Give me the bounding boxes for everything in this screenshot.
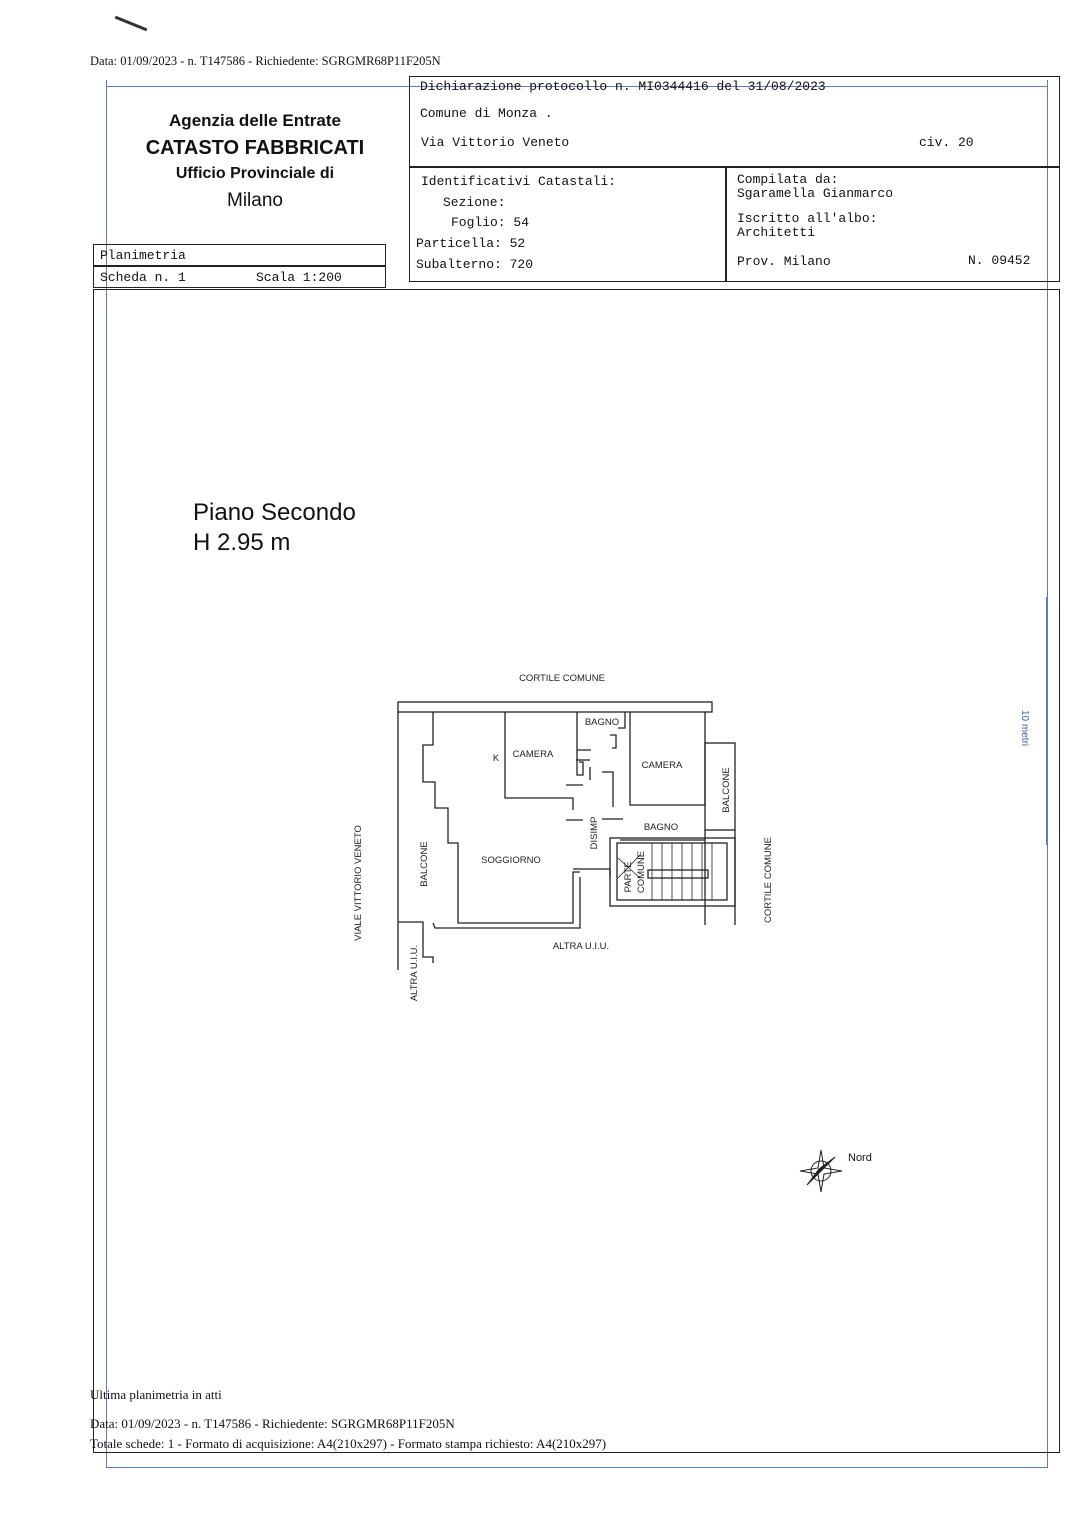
floor-name: Piano Secondo — [193, 499, 356, 526]
frame-bottom — [106, 1467, 1048, 1468]
sheet-number: Scheda n. 1 — [100, 270, 186, 285]
declaration-protocol: Dichiarazione protocollo n. MI0344416 de… — [420, 79, 826, 94]
compiler-prov: Prov. Milano — [737, 254, 831, 269]
agency-office: Ufficio Provinciale di — [175, 165, 335, 182]
agency-name: Agenzia delle Entrate — [169, 111, 341, 130]
footer-last: Ultima planimetria in atti — [90, 1387, 222, 1402]
declaration-box — [409, 76, 1060, 282]
label-camera-2: CAMERA — [642, 760, 683, 771]
label-soggiorno: SOGGIORNO — [481, 855, 541, 866]
agency-city: Milano — [227, 190, 283, 211]
label-k: K — [493, 753, 500, 764]
floor-height: H 2.95 m — [193, 529, 291, 556]
sheet-scale: Scala 1:200 — [256, 270, 342, 285]
identifiers-foglio: Foglio: 54 — [451, 215, 530, 230]
label-camera-1: CAMERA — [513, 749, 554, 760]
drawing-frame — [93, 289, 1060, 1453]
north-compass-icon — [799, 1149, 843, 1193]
scan-mark — [114, 15, 148, 32]
compiler-label: Compilata da: — [737, 172, 839, 187]
agency-catasto: CATASTO FABBRICATI — [145, 137, 365, 159]
label-cortile-top: CORTILE COMUNE — [519, 673, 605, 684]
frame-top — [106, 86, 1048, 87]
declaration-divider — [409, 166, 1060, 168]
declaration-comune: Comune di Monza . — [420, 106, 553, 121]
top-request-line: Data: 01/09/2023 - n. T147586 - Richiede… — [90, 54, 441, 68]
identifiers-particella: Particella: 52 — [416, 236, 526, 251]
label-balcone-left: BALCONE — [419, 841, 430, 886]
compiler-divider — [725, 166, 727, 282]
floor-plan: CORTILE COMUNE CAMERA K BAGNO CAMERA BAL… — [353, 673, 774, 1001]
north-label: Nord — [848, 1152, 872, 1164]
label-balcone-right: BALCONE — [721, 767, 732, 812]
compiler-number: N. 09452 — [968, 253, 1031, 268]
footer-data: Data: 01/09/2023 - n. T147586 - Richiede… — [90, 1416, 455, 1431]
identifiers-subalterno: Subalterno: 720 — [416, 257, 534, 272]
label-viale: VIALE VITTORIO VENETO — [353, 825, 364, 941]
scale-bar-label: 10 metri — [1019, 710, 1030, 747]
frame-left — [106, 80, 107, 1468]
sheet-type: Planimetria — [100, 248, 186, 263]
declaration-civico: civ. 20 — [919, 135, 974, 150]
albo-value: Architetti — [737, 225, 816, 240]
label-cortile-right: CORTILE COMUNE — [763, 837, 774, 923]
label-parte: PARTE — [623, 862, 634, 893]
label-disimp: DISIMP — [589, 817, 600, 850]
label-altra-left: ALTRA U.I.U. — [409, 945, 420, 1001]
footer-totale: Totale schede: 1 - Formato di acquisizio… — [90, 1436, 607, 1451]
compiler-name: Sgaramella Gianmarco — [737, 186, 894, 201]
identifiers-sezione: Sezione: — [443, 195, 506, 210]
stairs — [617, 843, 713, 900]
declaration-via: Via Vittorio Veneto — [421, 135, 570, 150]
label-bagno-2: BAGNO — [644, 822, 678, 833]
frame-right — [1047, 80, 1048, 1468]
label-altra-bottom: ALTRA U.I.U. — [553, 941, 609, 952]
scale-bar-line — [1046, 597, 1048, 845]
albo-label: Iscritto all'albo: — [737, 211, 878, 226]
sheet-divider — [93, 265, 386, 267]
label-comune: COMUNE — [636, 851, 647, 893]
label-bagno-1: BAGNO — [585, 717, 619, 728]
walls — [397, 701, 736, 970]
identifiers-title: Identificativi Catastali: — [421, 174, 617, 189]
